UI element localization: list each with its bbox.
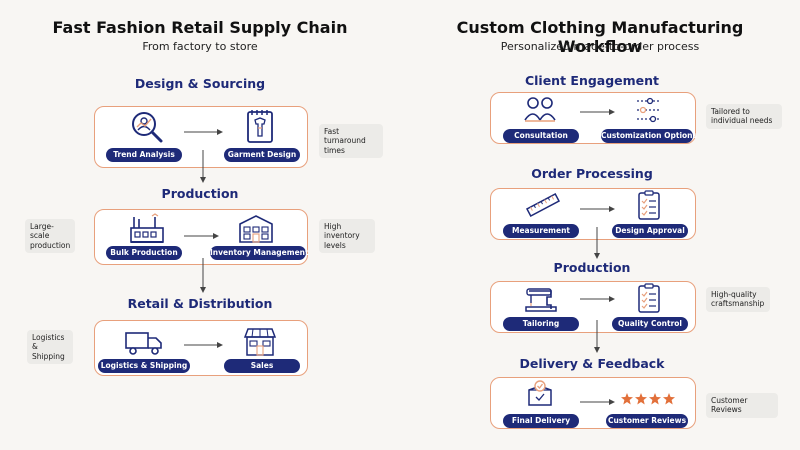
node-bulk-production[interactable]: Bulk Production (106, 246, 182, 260)
sewing-machine-icon (525, 288, 557, 312)
ruler-icon (525, 192, 561, 218)
store-icon (243, 328, 277, 356)
section-retail-distribution: Retail & Distribution (127, 296, 273, 311)
section-client-engagement: Client Engagement (524, 73, 660, 88)
star-icon (621, 393, 633, 405)
node-design-approval[interactable]: Design Approval (612, 224, 688, 238)
node-customization-options[interactable]: Customization Options (601, 129, 697, 143)
star-icon (663, 393, 675, 405)
checklist-icon (638, 190, 660, 220)
node-final-delivery[interactable]: Final Delivery (503, 414, 579, 428)
truck-icon (125, 332, 162, 355)
node-tailoring[interactable]: Tailoring (503, 317, 579, 331)
sliders-icon (637, 97, 659, 123)
note-customer-reviews: Customer Reviews (706, 393, 778, 418)
node-trend-analysis[interactable]: Trend Analysis (106, 148, 182, 162)
box-check-icon (528, 380, 552, 406)
note-tailored: Tailored to individual needs (706, 104, 782, 129)
note-fast-turnaround: Fast turnaround times (319, 124, 383, 159)
star-icon (649, 393, 661, 405)
warehouse-icon (239, 215, 273, 243)
node-consultation[interactable]: Consultation (503, 129, 579, 143)
section-production-left: Production (161, 186, 239, 201)
star-rating-icon (621, 393, 675, 405)
node-measurement[interactable]: Measurement (503, 224, 579, 238)
right-title: Custom Clothing Manufacturing Workflow (456, 18, 744, 56)
checklist-quality-icon (638, 283, 660, 313)
people-consult-icon (524, 97, 556, 122)
right-subtitle: Personalized made-to-order process (500, 40, 700, 53)
node-garment-design[interactable]: Garment Design (224, 148, 300, 162)
node-customer-reviews[interactable]: Customer Reviews (606, 414, 688, 428)
star-icon (635, 393, 647, 405)
node-inventory-management[interactable]: Inventory Management (210, 246, 309, 260)
section-production-right: Production (553, 260, 631, 275)
note-large-scale: Large-scale production (25, 219, 75, 254)
magnifier-chart-icon (132, 112, 163, 143)
section-order-processing: Order Processing (531, 166, 653, 181)
node-sales[interactable]: Sales (224, 359, 300, 373)
factory-icon (130, 213, 164, 243)
node-quality-control[interactable]: Quality Control (612, 317, 688, 331)
left-title: Fast Fashion Retail Supply Chain (52, 18, 348, 37)
note-logistics: Logistics & Shipping (27, 330, 73, 365)
note-high-quality: High-quality craftsmanship (706, 287, 770, 312)
section-design-sourcing: Design & Sourcing (134, 76, 266, 91)
notebook-design-icon (247, 110, 273, 143)
note-high-inventory: High inventory levels (319, 219, 375, 254)
section-delivery-feedback: Delivery & Feedback (519, 356, 665, 371)
left-subtitle: From factory to store (142, 40, 258, 53)
node-logistics-shipping[interactable]: Logistics & Shipping (98, 359, 190, 373)
